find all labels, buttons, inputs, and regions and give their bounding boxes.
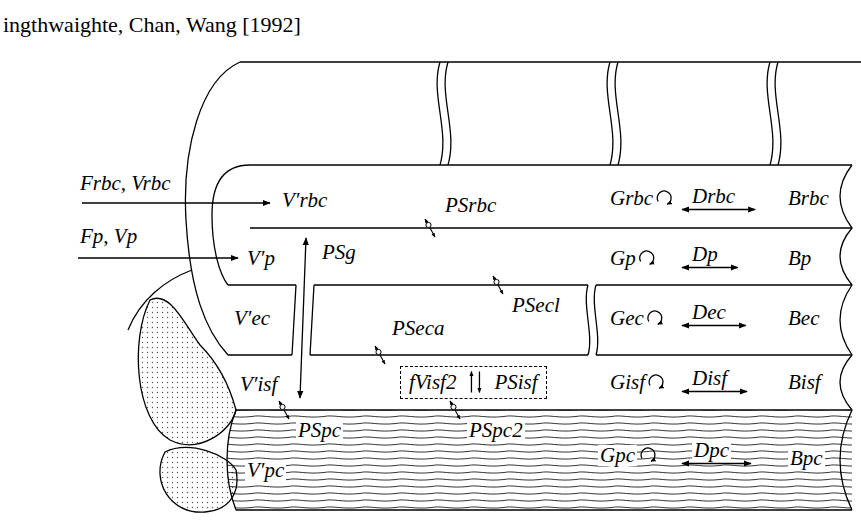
inflow-arrow [82, 202, 270, 203]
symbol-label: Bisf [788, 372, 821, 393]
symbol-label: Frbc, Vrbc [80, 173, 171, 194]
symbol-label: Dec [692, 302, 726, 323]
symbol-label: Gec [610, 308, 644, 329]
diffusion-arrow [682, 463, 751, 464]
symbol-label: Gisf [610, 372, 645, 393]
permeability-symbol [450, 401, 460, 419]
vessel-outline [128, 270, 192, 330]
endothelial-junction [586, 285, 597, 355]
symbol-label: Grbc [610, 188, 653, 209]
endothelial-top [228, 284, 852, 285]
diffusion-arrow [682, 267, 738, 268]
consumption-arc [657, 191, 671, 204]
symbol-label: Dp [692, 244, 718, 265]
symbol-label: Gp [610, 248, 636, 269]
symbol-label: PSpc2 [467, 420, 525, 441]
permeability-symbol [426, 222, 431, 227]
title: ingthwaighte, Chan, Wang [1992] [3, 14, 301, 36]
pericyte-bottom [236, 509, 852, 510]
lumen-end [212, 165, 250, 285]
symbol-label: V′ec [234, 308, 270, 329]
symbol-label: PSrbc [445, 195, 496, 216]
permeability-symbol [425, 219, 435, 237]
symbol-label: V′rbc [282, 190, 327, 211]
symbol-label: fVisf2 [409, 372, 456, 393]
permeability-symbol [375, 346, 385, 364]
permeability-symbol [425, 219, 435, 237]
permeability-symbol [279, 401, 289, 419]
permeability-symbol [280, 404, 285, 409]
tissue-top-line [240, 61, 861, 62]
symbol-label: PSpc [296, 420, 343, 441]
permeability-symbol [493, 276, 503, 294]
symbol-label: Bpc [788, 448, 825, 469]
permeability-symbol [279, 401, 289, 419]
consumption-arc [649, 375, 663, 388]
symbol-label: V′isf [240, 374, 277, 395]
symbol-label: PSisf [494, 372, 537, 393]
stippled-tissue [160, 448, 237, 513]
exchange-arrow [479, 372, 480, 393]
symbol-label: PSg [322, 242, 356, 263]
symbol-label: Brbc [788, 188, 829, 209]
consumption-arc [648, 311, 662, 324]
rbc-plasma-divider [250, 227, 852, 228]
pericyte-end [227, 410, 236, 510]
permeability-symbol [376, 349, 381, 354]
symbol-label: Fp, Vp [80, 226, 137, 247]
exchange-arrow [300, 238, 306, 398]
isf-pericyte-boundary [236, 409, 852, 410]
dashed-compartment: fVisf2 PSisf [400, 366, 547, 399]
symbol-label: Gpc [598, 445, 637, 466]
exchange-arrow [471, 372, 472, 393]
symbol-label: PSecl [512, 295, 560, 316]
diffusion-arrow [682, 209, 755, 210]
symbol-label: Bp [788, 248, 811, 269]
permeability-symbol [451, 404, 456, 409]
symbol-label: V′pc [245, 460, 286, 481]
permeability-symbol [450, 401, 460, 419]
symbol-label: Bec [788, 308, 819, 329]
permeability-symbol [493, 276, 503, 294]
stippled-tissue [138, 298, 236, 444]
diffusion-arrow [682, 391, 747, 392]
tissue-break [437, 62, 781, 165]
symbol-label: Disf [692, 368, 727, 389]
consumption-arc [640, 251, 654, 264]
consumption-arc [641, 448, 655, 461]
lumen-top [250, 164, 852, 165]
pericyte-hatching [227, 410, 852, 510]
symbol-label: Drbc [692, 186, 735, 207]
symbol-label: V′p [247, 248, 275, 269]
symbol-label: Dpc [692, 440, 731, 461]
capillary-right-end [840, 165, 852, 510]
permeability-symbol [494, 279, 499, 284]
permeability-symbol [375, 346, 385, 364]
endothelial-bottom [228, 354, 852, 355]
inflow-arrow [78, 257, 238, 258]
symbol-label: PSeca [392, 318, 444, 339]
diffusion-arrow [682, 325, 746, 326]
